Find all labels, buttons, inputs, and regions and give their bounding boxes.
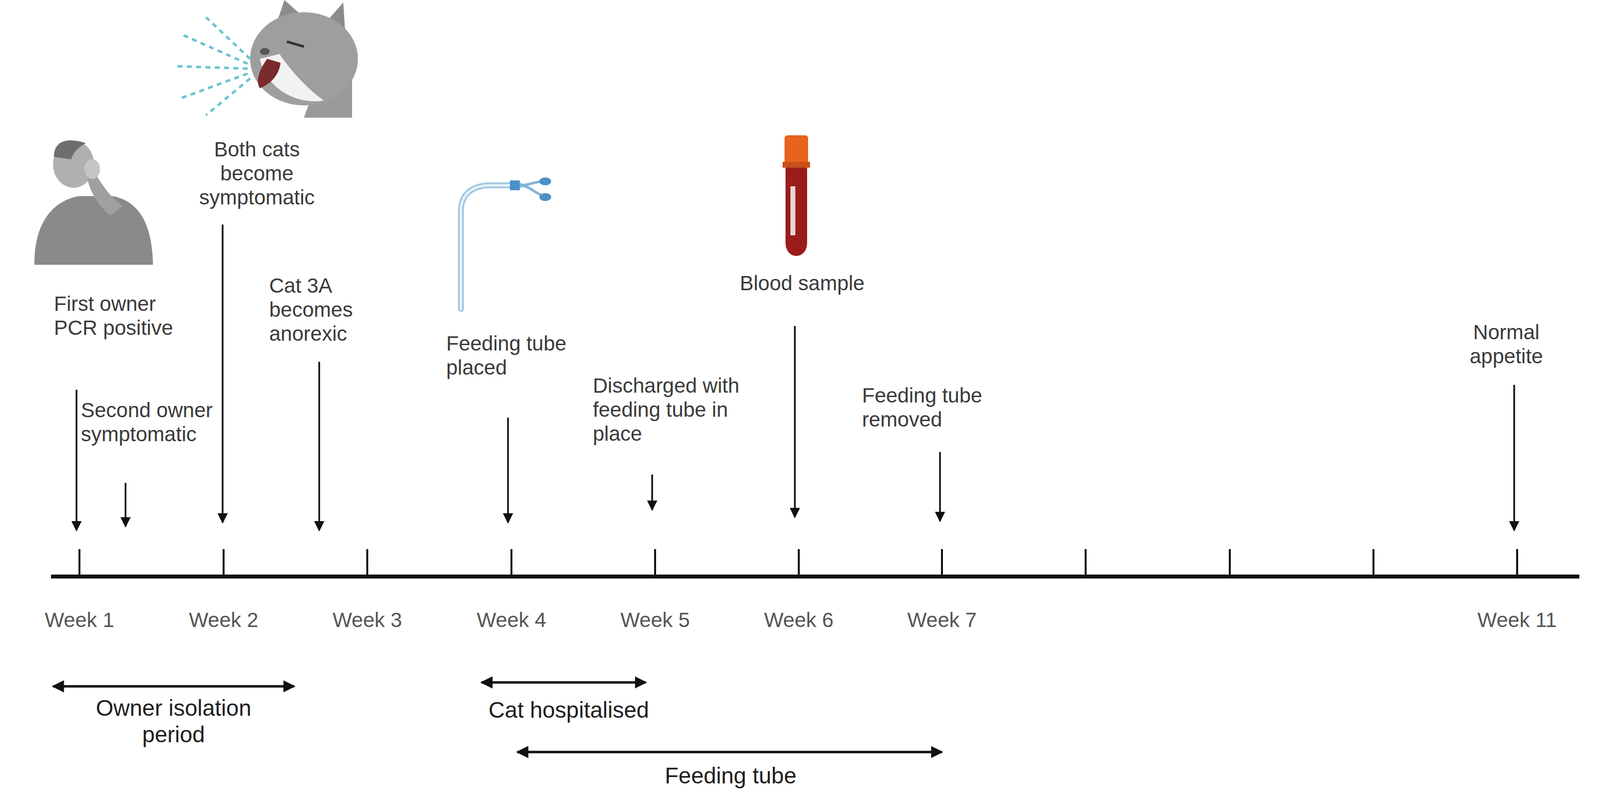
week-label: Week 11 xyxy=(1468,608,1567,633)
period-label: Cat hospitalised xyxy=(475,697,662,724)
event-label: Second owner symptomatic xyxy=(80,398,219,447)
week-label: Week 7 xyxy=(892,608,991,633)
week-label: Week 2 xyxy=(174,608,273,633)
feeding-tube-illustration xyxy=(460,177,552,309)
week-label: Week 5 xyxy=(606,608,705,633)
period-label: Owner isolation period xyxy=(92,695,255,749)
event-label: Feeding tube removed xyxy=(862,383,1010,432)
owner-illustration xyxy=(34,140,153,265)
event-label: Cat 3A becomes anorexic xyxy=(269,273,378,346)
event-label: Normal appetite xyxy=(1462,320,1551,369)
week-label: Week 3 xyxy=(318,608,417,633)
period-label: Feeding tube xyxy=(642,762,819,790)
week-label: Week 1 xyxy=(30,608,129,633)
blood-tube-illustration xyxy=(782,135,811,256)
timeline-axis xyxy=(50,549,1580,577)
event-label: Feeding tube placed xyxy=(446,331,594,380)
week-label: Week 4 xyxy=(462,608,561,633)
cat-illustration xyxy=(176,0,358,118)
event-arrows xyxy=(76,224,1515,531)
week-label: Week 6 xyxy=(749,608,848,633)
event-label: First owner PCR positive xyxy=(53,291,177,340)
event-label: Blood sample xyxy=(723,271,881,296)
event-label: Discharged with feeding tube in place xyxy=(592,373,770,446)
period-arrows xyxy=(52,682,942,753)
event-label: Both cats become symptomatic xyxy=(180,137,333,210)
